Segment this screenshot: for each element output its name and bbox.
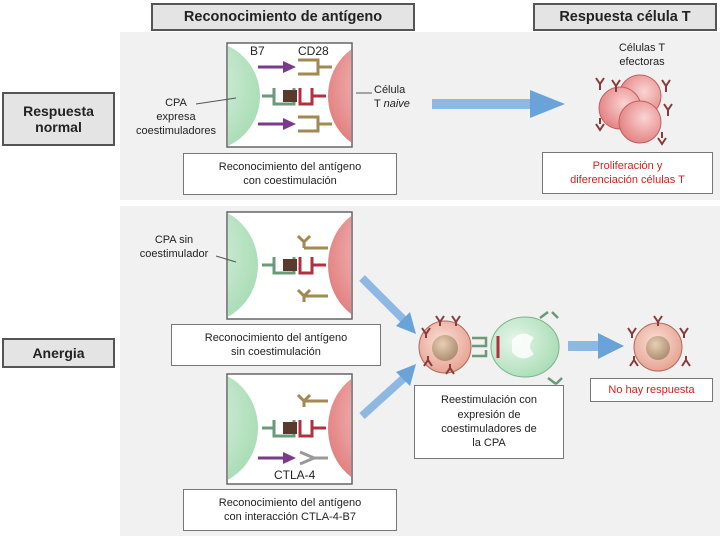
header-response: Respuesta célula T — [533, 3, 717, 31]
label-tcell-naive: naive — [383, 97, 410, 110]
caption-no-costimulation: Reconocimiento del antígeno sin coestimu… — [171, 324, 381, 366]
caption-restim-l3: coestimuladores de — [441, 423, 537, 435]
b7-molecule — [258, 61, 296, 73]
ctla4-synapse-box — [226, 373, 353, 485]
header-response-label: Respuesta célula T — [559, 9, 691, 25]
caption-ctla-l2: con interacción CTLA-4-B7 — [223, 511, 357, 523]
label-b7: B7 — [250, 44, 265, 58]
caption-restim-l1: Reestimulación con — [441, 394, 537, 407]
label-apc-expresses: CPA expresa coestimuladores — [120, 97, 232, 138]
outcome-prolif-l1: Proliferación y — [592, 159, 663, 172]
mhc-tcr-complex — [262, 88, 326, 106]
arrow-to-no-response — [568, 333, 624, 359]
label-apc-expresses-l3: coestimuladores — [135, 124, 217, 137]
outcome-no-response-text: No hay respuesta — [608, 383, 695, 396]
caption-costim-l2: con coestimulación — [243, 175, 337, 187]
caption-restimulation: Reestimulación con expresión de coestimu… — [414, 385, 564, 459]
arrow-to-effector — [432, 90, 565, 118]
label-tcell-l2: T — [374, 97, 384, 110]
restimulation-cells — [418, 311, 563, 385]
label-apc-expresses-l1: CPA — [165, 97, 187, 109]
t-cell-nocostim — [328, 216, 351, 314]
ctla4-molecule — [258, 450, 328, 466]
label-cd28: CD28 — [298, 44, 329, 58]
arrow-ctla-to-restim — [359, 364, 416, 419]
no-costim-synapse-box — [215, 211, 353, 320]
outcome-proliferation: Proliferación y diferenciación células T — [542, 152, 713, 194]
normal-synapse-box — [195, 42, 372, 148]
row-label-normal: Respuesta normal — [2, 92, 115, 146]
label-effector-l1: Células T — [618, 42, 666, 54]
cd28-molecule — [298, 58, 332, 76]
apc-cell-nocostim — [228, 213, 258, 317]
outcome-prolif-l2: diferenciación células T — [570, 174, 685, 186]
row-label-anergy-text: Anergia — [32, 344, 85, 361]
label-apc-without: CPA sin coestimulador — [124, 234, 224, 262]
caption-costim-l1: Reconocimiento del antígeno — [218, 160, 362, 173]
caption-restim-l4: la CPA — [472, 437, 506, 450]
header-recognition: Reconocimiento de antígeno — [151, 3, 415, 31]
caption-ctla4: Reconocimiento del antígeno con interacc… — [183, 489, 397, 531]
label-apc-expresses-l2: expresa — [156, 110, 196, 123]
label-tcell-l1: Célula — [374, 84, 406, 96]
row-label-anergy: Anergia — [2, 338, 115, 368]
row-label-normal-text: Respuesta normal — [23, 102, 94, 135]
label-effector-l2: efectoras — [619, 55, 665, 68]
t-cell-ctla — [328, 379, 351, 477]
effector-t-cells — [595, 74, 673, 146]
b7-molecule-lower — [258, 115, 332, 133]
apc-cell-ctla — [228, 376, 258, 480]
anergic-t-cell — [627, 315, 691, 372]
header-recognition-label: Reconocimiento de antígeno — [183, 9, 383, 25]
label-effector: Células T efectoras — [610, 42, 674, 70]
arrow-nocostim-to-restim — [359, 275, 416, 334]
caption-nocostim-l1: Reconocimiento del antígeno — [204, 331, 348, 344]
label-ctla4: CTLA-4 — [272, 468, 318, 483]
caption-costimulation: Reconocimiento del antígeno con coestimu… — [183, 153, 397, 195]
outcome-no-response: No hay respuesta — [590, 378, 713, 402]
anergy-panel — [120, 206, 720, 536]
caption-nocostim-l2: sin coestimulación — [231, 346, 321, 358]
apc-cell — [228, 46, 260, 146]
label-apc-without-l2: coestimulador — [139, 247, 209, 260]
label-naive-tcell: Célula T naive — [374, 84, 410, 112]
label-apc-without-l1: CPA sin — [154, 234, 194, 246]
caption-restim-l2: expresión de — [457, 408, 521, 421]
caption-ctla-l1: Reconocimiento del antígeno — [218, 496, 362, 509]
t-cell — [328, 49, 351, 143]
